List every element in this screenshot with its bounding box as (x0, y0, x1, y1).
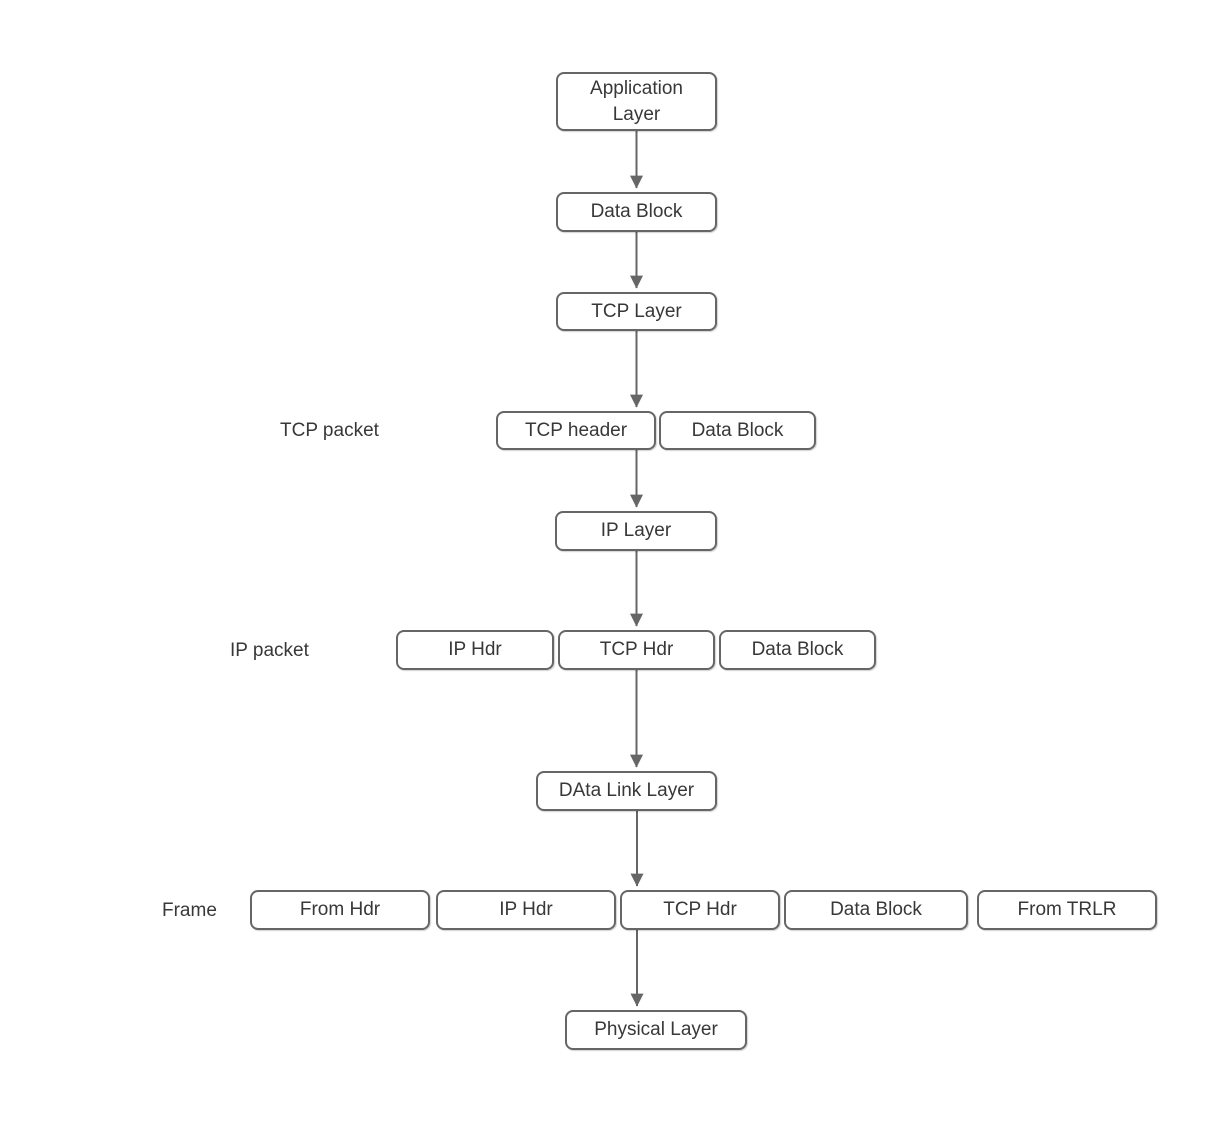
node-physical-layer: Physical Layer (565, 1010, 747, 1050)
node-data-link-layer: DAta Link Layer (536, 771, 717, 811)
node-data-block-3: Data Block (719, 630, 876, 670)
node-tcp-layer: TCP Layer (556, 292, 717, 331)
node-data-block-4: Data Block (784, 890, 968, 930)
label-frame: Frame (162, 900, 217, 921)
node-ip-hdr-1: IP Hdr (396, 630, 554, 670)
node-data-block-2: Data Block (659, 411, 816, 450)
node-tcp-hdr-2: TCP Hdr (620, 890, 780, 930)
node-tcp-header: TCP header (496, 411, 656, 450)
node-ip-layer: IP Layer (555, 511, 717, 551)
node-tcp-hdr-1: TCP Hdr (558, 630, 715, 670)
label-ip-packet: IP packet (230, 640, 309, 661)
node-from-hdr: From Hdr (250, 890, 430, 930)
node-from-trlr: From TRLR (977, 890, 1157, 930)
node-application-layer: Application Layer (556, 72, 717, 131)
node-ip-hdr-2: IP Hdr (436, 890, 616, 930)
label-tcp-packet: TCP packet (280, 420, 379, 441)
node-data-block-1: Data Block (556, 192, 717, 232)
